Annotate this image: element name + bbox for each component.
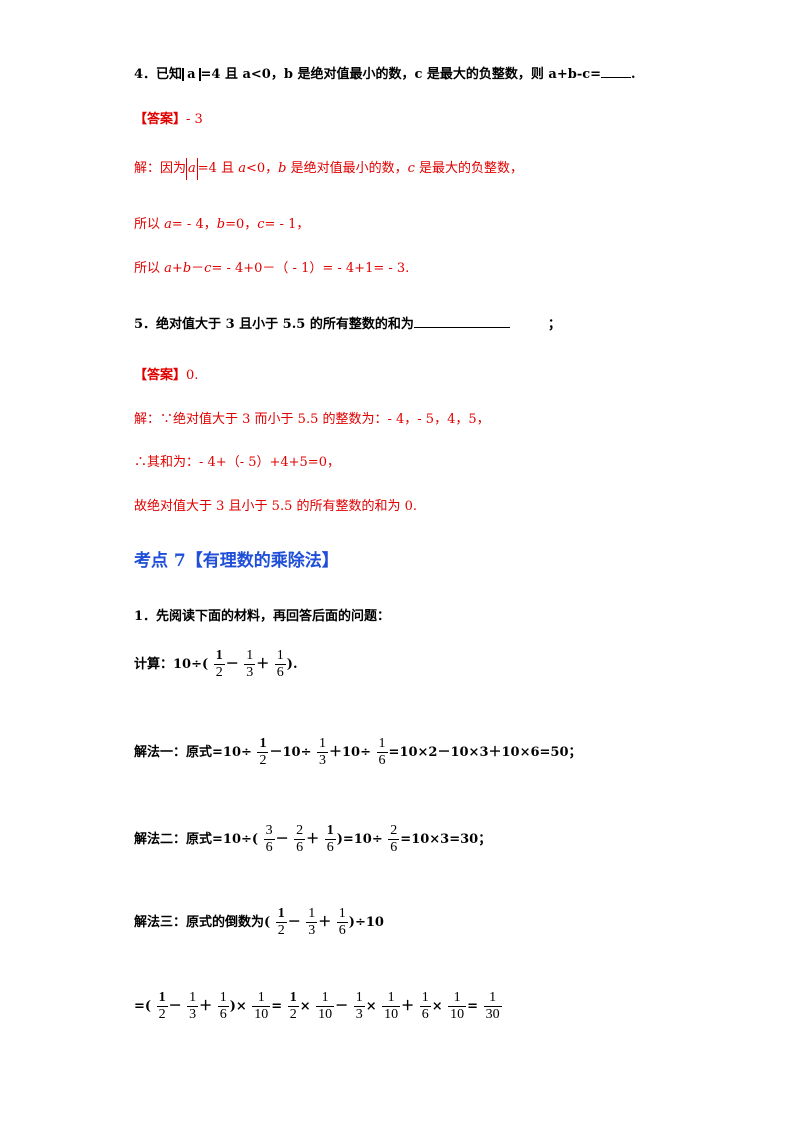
solution-5-line-3: 故绝对值大于 3 且小于 5.5 的所有整数的和为 0. [134,499,418,514]
answer-blank [601,77,632,78]
solution-5-line-2: ∴其和为：- 4+（- 5）+4+5=0， [134,455,340,470]
answer-tag: 【答案】 [134,368,187,383]
solution-4-line-2: 所以 a= - 4，b=0，c= - 1， [134,217,310,232]
answer-4: 【答案】- 3 [134,108,203,127]
question-number: 4． [134,67,157,82]
absolute-value: a [182,68,201,81]
section-heading: 考点 7【有理数的乘除法】 [134,551,339,571]
absolute-value: a [186,157,198,180]
answer-value: 0. [186,368,199,383]
answer-5: 【答案】0. [134,364,198,383]
answer-value: - 3 [186,112,203,127]
solution-4-line-3: 所以 a+b－c= - 4+0－（ - 1）= - 4+1= - 3. [134,261,410,276]
question-number: 5． [134,317,157,332]
question-5: 5．绝对值大于 3 且小于 5.5 的所有整数的和为； [134,317,561,332]
answer-blank [413,327,510,328]
answer-tag: 【答案】 [134,112,187,127]
problem-1-title: 1．先阅读下面的材料，再回答后面的问题： [134,609,391,624]
solution-5-line-1: 解：∵绝对值大于 3 而小于 5.5 的整数为：- 4，- 5，4，5， [134,412,490,427]
